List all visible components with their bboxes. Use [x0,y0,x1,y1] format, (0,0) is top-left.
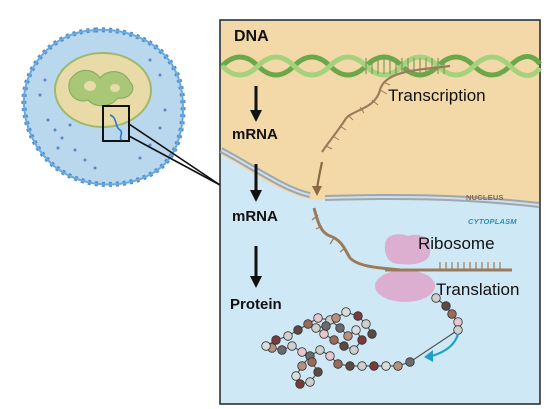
protein-label: Protein [230,296,282,313]
amino-acid-bead [339,341,349,351]
zoom-line-bottom [128,135,221,186]
amino-acid-bead [369,361,379,371]
amino-acid-bead [313,367,323,377]
ribosome [375,234,435,302]
dna-double-helix [220,54,542,78]
translation-label: Translation [436,280,520,299]
amino-acid-bead [447,309,457,319]
amino-acid-bead [297,347,307,357]
amino-acid-bead [305,377,315,387]
amino-acid-bead [333,359,343,369]
amino-acid-bead [293,325,303,335]
amino-acid-bead [325,351,335,361]
amino-acid-bead [295,379,305,389]
amino-acid-bead [307,357,317,367]
nucleus-region [221,21,539,205]
amino-acid-bead [271,335,281,345]
zoom-box [102,105,130,142]
amino-acid-bead [319,329,329,339]
mrna-nucleus-label: mRNA [232,126,278,143]
amino-acid-bead [361,319,371,329]
amino-acid-bead [311,323,321,333]
cytoplasm-dots [38,58,167,170]
amino-acid-bead [315,345,325,355]
amino-acid-bead [313,313,323,323]
amino-acid-bead [329,335,339,345]
amino-acid-bead [321,321,331,331]
amino-acid-bead [393,361,403,371]
amino-acid-bead [381,361,391,371]
cell-illustration [21,27,221,187]
amino-acid-bead [283,331,293,341]
amino-acid-bead [261,341,271,351]
zoom-panel [219,19,542,405]
amino-acid-bead [453,325,463,335]
amino-acid-bead [367,329,377,339]
mrna-cytoplasm-label: mRNA [232,208,278,225]
amino-acid-bead [303,319,313,329]
transcription-label: Transcription [388,86,486,105]
amino-acid-bead [441,301,451,311]
amino-acid-bead [405,357,415,367]
amino-acid-bead [357,335,367,345]
translation-arrow [431,333,460,358]
amino-acid-bead [277,345,287,355]
zoom-line-top [128,123,221,186]
cytoplasm-label: CYTOPLASM [468,217,517,226]
amino-acid-bead [431,293,441,303]
amino-acid-bead [287,341,297,351]
nucleus-label: NUCLEUS [466,193,504,202]
amino-acid-bead [341,307,351,317]
amino-acid-bead [453,317,463,327]
amino-acid-bead [357,361,367,371]
ribosome-label: Ribosome [418,234,495,253]
amino-acid-bead [345,361,355,371]
amino-acid-bead [331,313,341,323]
amino-acid-bead [335,323,345,333]
amino-acid-bead [291,371,301,381]
amino-acid-bead [351,325,361,335]
chromatin [68,69,134,107]
protein-chain [261,293,463,389]
amino-acid-bead [349,345,359,355]
amino-acid-bead [297,361,307,371]
flow-arrows [250,86,262,288]
amino-acid-bead [343,331,353,341]
dna-label: DNA [234,28,269,45]
amino-acid-bead [353,311,363,321]
